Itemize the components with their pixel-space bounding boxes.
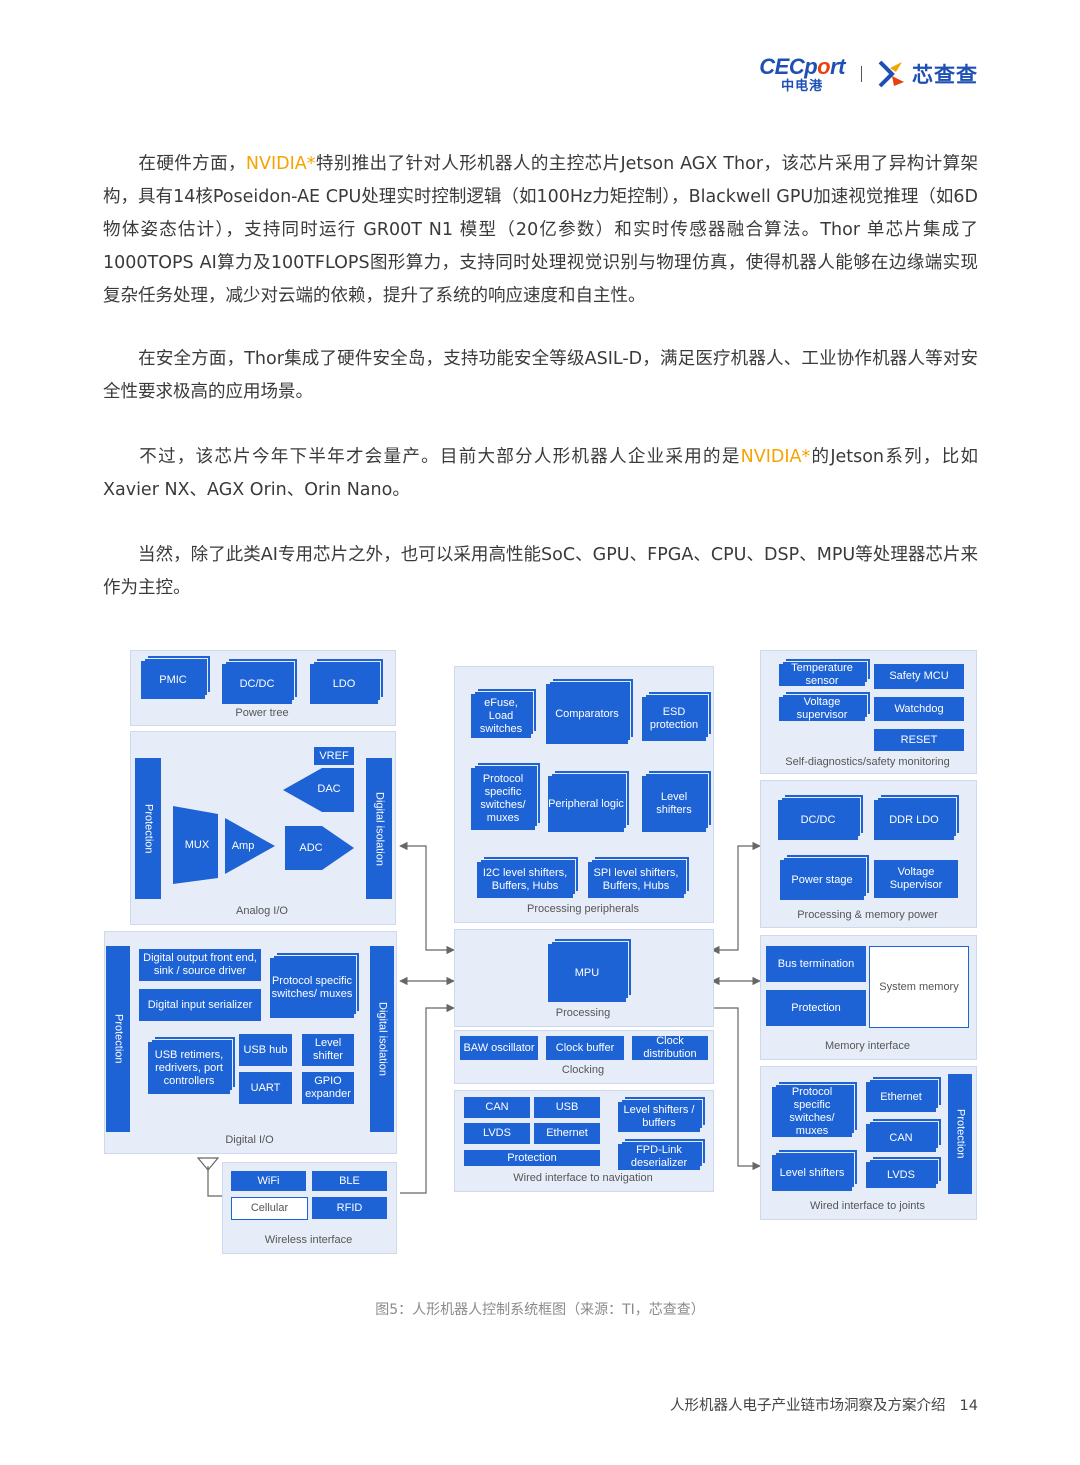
adc-label: ADC bbox=[299, 842, 323, 854]
watchdog-box: Watchdog bbox=[874, 697, 964, 721]
digital-protection-bar: Protection bbox=[106, 946, 130, 1132]
rfid-box: RFID bbox=[312, 1197, 387, 1219]
efuse-box: eFuse, Load switches bbox=[471, 694, 531, 738]
joints-lvds-box: LVDS bbox=[866, 1162, 936, 1188]
page-footer: 人形机器人电子产业链市场洞察及方案介绍 14 bbox=[670, 1394, 978, 1415]
joints-protection-bar: Protection bbox=[948, 1074, 972, 1194]
usb-hub-box: USB hub bbox=[239, 1034, 292, 1066]
nav-can-box: CAN bbox=[464, 1097, 530, 1118]
figure-caption: 图5：人形机器人控制系统框图（来源：TI，芯查查） bbox=[375, 1302, 705, 1318]
nav-level-box: Level shifters / buffers bbox=[618, 1102, 700, 1132]
digital-level-box: Level shifter bbox=[302, 1034, 354, 1066]
analog-io-block bbox=[130, 731, 396, 925]
clock-buffer-box: Clock buffer bbox=[546, 1036, 624, 1060]
digital-io-caption: Digital I/O bbox=[225, 1134, 274, 1146]
memory-interface-caption: Memory interface bbox=[825, 1040, 910, 1052]
ddr-ldo-box: DDR LDO bbox=[874, 800, 954, 840]
xinchacha-logo: 芯查查 bbox=[878, 58, 978, 90]
wireless-block bbox=[222, 1162, 397, 1254]
joints-ethernet-box: Ethernet bbox=[866, 1082, 936, 1112]
processing-caption: Processing bbox=[555, 1007, 611, 1019]
spi-box: SPI level shifters, Buffers, Hubs bbox=[588, 862, 684, 898]
xinchacha-mark-icon bbox=[878, 60, 904, 88]
reset-box: RESET bbox=[874, 729, 964, 751]
ble-box: BLE bbox=[312, 1171, 387, 1191]
digital-io-block bbox=[104, 931, 397, 1154]
clocking-caption: Clocking bbox=[561, 1064, 605, 1076]
usb-retimers-box: USB retimers, redrivers, port controller… bbox=[148, 1042, 230, 1094]
dcdc-box: DC/DC bbox=[222, 664, 292, 704]
paragraph-hardware: 在硬件方面，NVIDIA*特别推出了针对人形机器人的主控芯片Jetson AGX… bbox=[103, 154, 978, 306]
nav-ethernet-box: Ethernet bbox=[534, 1123, 600, 1144]
peripheral-logic-box: Peripheral logic bbox=[548, 776, 624, 832]
pmic-box: PMIC bbox=[141, 661, 205, 699]
dac-label: DAC bbox=[317, 783, 341, 795]
digital-protocol-box: Protocol specific switches/ muxes bbox=[270, 958, 354, 1018]
vref-box: VREF bbox=[314, 747, 354, 765]
nav-lvds-box: LVDS bbox=[464, 1123, 530, 1144]
power-tree-block bbox=[130, 650, 396, 726]
temperature-sensor-box: Temperature sensor bbox=[779, 662, 865, 687]
joints-can-box: CAN bbox=[866, 1124, 936, 1152]
periph-level-box: Level shifters bbox=[642, 776, 706, 832]
analog-protection-bar: Protection bbox=[135, 758, 161, 899]
page-number: 14 bbox=[959, 1398, 978, 1414]
analog-io-caption: Analog I/O bbox=[236, 905, 288, 917]
mem-dcdc-box: DC/DC bbox=[778, 800, 858, 840]
safety-monitoring-block bbox=[760, 650, 977, 774]
header-logos: CECport 中电港 芯查查 bbox=[759, 52, 978, 96]
paragraph-production: 不过，该芯片今年下半年才会量产。目前大部分人形机器人企业采用的是NVIDIA*的… bbox=[103, 447, 978, 500]
comparators-box: Comparators bbox=[546, 684, 628, 744]
wireless-caption: Wireless interface bbox=[264, 1234, 353, 1246]
nav-usb-box: USB bbox=[534, 1097, 600, 1118]
digital-serializer-box: Digital input serializer bbox=[139, 989, 261, 1021]
fpd-link-box: FPD-Link deserializer bbox=[618, 1144, 700, 1170]
processing-peripherals-block bbox=[454, 666, 714, 923]
mpu-box: MPU bbox=[548, 944, 626, 1002]
cellular-box: Cellular bbox=[231, 1197, 308, 1220]
periph-protocol-box: Protocol specific switches/ muxes bbox=[471, 768, 535, 830]
uart-box: UART bbox=[239, 1072, 292, 1104]
processing-peripherals-caption: Processing peripherals bbox=[527, 903, 639, 915]
baw-box: BAW oscillator bbox=[460, 1036, 538, 1060]
power-stage-box: Power stage bbox=[780, 860, 864, 900]
analog-isolation-bar: Digital isolation bbox=[366, 758, 392, 899]
paragraph-alternatives: 当然，除了此类AI专用芯片之外，也可以采用高性能SoC、GPU、FPGA、CPU… bbox=[103, 545, 978, 598]
joints-level-box: Level shifters bbox=[772, 1155, 852, 1191]
mem-voltage-supervisor-box: Voltage Supervisor bbox=[874, 860, 958, 898]
mux-label: MUX bbox=[184, 839, 210, 851]
esd-box: ESD protection bbox=[642, 697, 706, 741]
navigation-caption: Wired interface to navigation bbox=[513, 1172, 653, 1184]
processing-block bbox=[454, 929, 714, 1027]
wifi-box: WiFi bbox=[231, 1171, 306, 1191]
clock-distribution-box: Clock distribution bbox=[632, 1035, 708, 1060]
safety-monitoring-caption: Self-diagnostics/safety monitoring bbox=[785, 756, 950, 768]
bus-termination-box: Bus termination bbox=[766, 946, 866, 982]
memory-interface-block bbox=[760, 935, 977, 1060]
nav-protection-box: Protection bbox=[464, 1150, 600, 1166]
paragraph-safety: 在安全方面，Thor集成了硬件安全岛，支持功能安全等级ASIL-D，满足医疗机器… bbox=[103, 349, 978, 402]
logo-divider bbox=[861, 66, 862, 82]
clocking-block bbox=[454, 1030, 714, 1084]
joints-interface-caption: Wired interface to joints bbox=[810, 1200, 925, 1212]
digital-output-box: Digital output front end, sink / source … bbox=[139, 949, 261, 981]
digital-isolation-bar: Digital isolation bbox=[370, 946, 394, 1132]
memory-power-caption: Processing & memory power bbox=[797, 909, 938, 921]
joints-protocol-box: Protocol specific switches/ muxes bbox=[772, 1086, 852, 1137]
navigation-interface-block bbox=[454, 1090, 714, 1192]
cecport-logo: CECport 中电港 bbox=[759, 53, 845, 94]
voltage-supervisor-box: Voltage supervisor bbox=[779, 696, 865, 721]
ldo-box: LDO bbox=[310, 664, 378, 704]
system-memory-box: System memory bbox=[869, 946, 969, 1028]
footer-title: 人形机器人电子产业链市场洞察及方案介绍 bbox=[670, 1398, 946, 1414]
i2c-box: I2C level shifters, Buffers, Hubs bbox=[477, 862, 573, 898]
safety-mcu-box: Safety MCU bbox=[874, 664, 964, 689]
joints-interface-block bbox=[760, 1066, 977, 1220]
gpio-box: GPIO expander bbox=[302, 1072, 354, 1104]
memory-protection-box: Protection bbox=[766, 990, 866, 1026]
amp-label: Amp bbox=[231, 840, 255, 852]
power-tree-caption: Power tree bbox=[235, 707, 289, 719]
memory-power-block bbox=[760, 780, 977, 928]
